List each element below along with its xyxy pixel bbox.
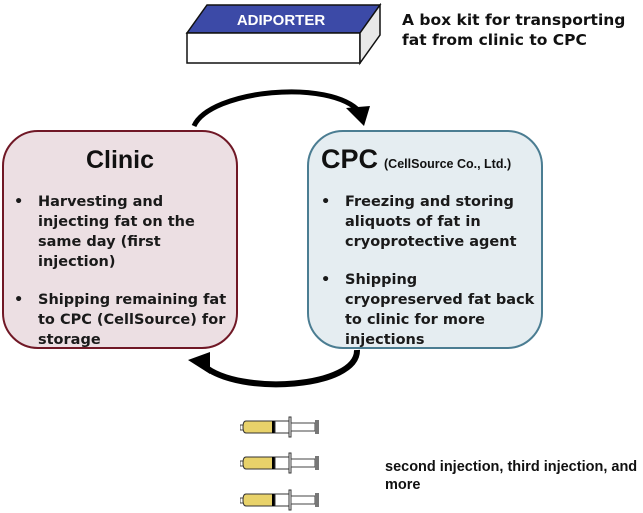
arrow-cpc-to-clinic-icon — [188, 349, 361, 388]
clinic-card: Clinic • Harvesting and injecting fat on… — [2, 130, 238, 349]
adiporter-box-icon: ADIPORTER — [185, 3, 382, 66]
clinic-bullet-item: • Shipping remaining fat to CPC (CellSou… — [14, 292, 227, 348]
bullet-icon: • — [321, 194, 331, 210]
clinic-bullet-item: • Harvesting and injecting fat on the sa… — [14, 194, 195, 270]
injections-caption: second injection, third injection, and m… — [385, 459, 638, 493]
cpc-card: CPC (CellSource Co., Ltd.) • Freezing and… — [307, 130, 543, 349]
syringe-icon — [240, 489, 319, 511]
clinic-title: Clinic — [85, 146, 155, 174]
bullet-icon: • — [14, 292, 24, 308]
clinic-bullet-list: • Harvesting and injecting fat on the sa… — [12, 192, 232, 368]
box-side-face — [359, 3, 381, 66]
cpc-title: CPC — [321, 144, 379, 174]
box-front-face — [186, 32, 361, 64]
cpc-bullet-list: • Freezing and storing aliquots of fat i… — [319, 192, 537, 368]
kit-caption: A box kit for transporting fat from clin… — [402, 11, 626, 49]
syringe-icon — [240, 416, 319, 438]
cpc-heading: CPC (CellSource Co., Ltd.) — [321, 144, 511, 175]
second-injection-emphasis: second — [385, 459, 436, 475]
syringe-icon — [240, 452, 319, 474]
cpc-subtitle: (CellSource Co., Ltd.) — [384, 157, 512, 171]
bullet-icon: • — [14, 194, 24, 210]
bullet-icon: • — [321, 272, 331, 288]
arrow-clinic-to-cpc-icon — [191, 89, 370, 128]
box-label: ADIPORTER — [237, 12, 326, 29]
cpc-bullet-item: • Freezing and storing aliquots of fat i… — [321, 194, 517, 250]
cpc-bullet-item: • Shipping cryopreserved fat back to cli… — [321, 272, 535, 348]
first-injection-emphasis: first — [127, 234, 161, 250]
